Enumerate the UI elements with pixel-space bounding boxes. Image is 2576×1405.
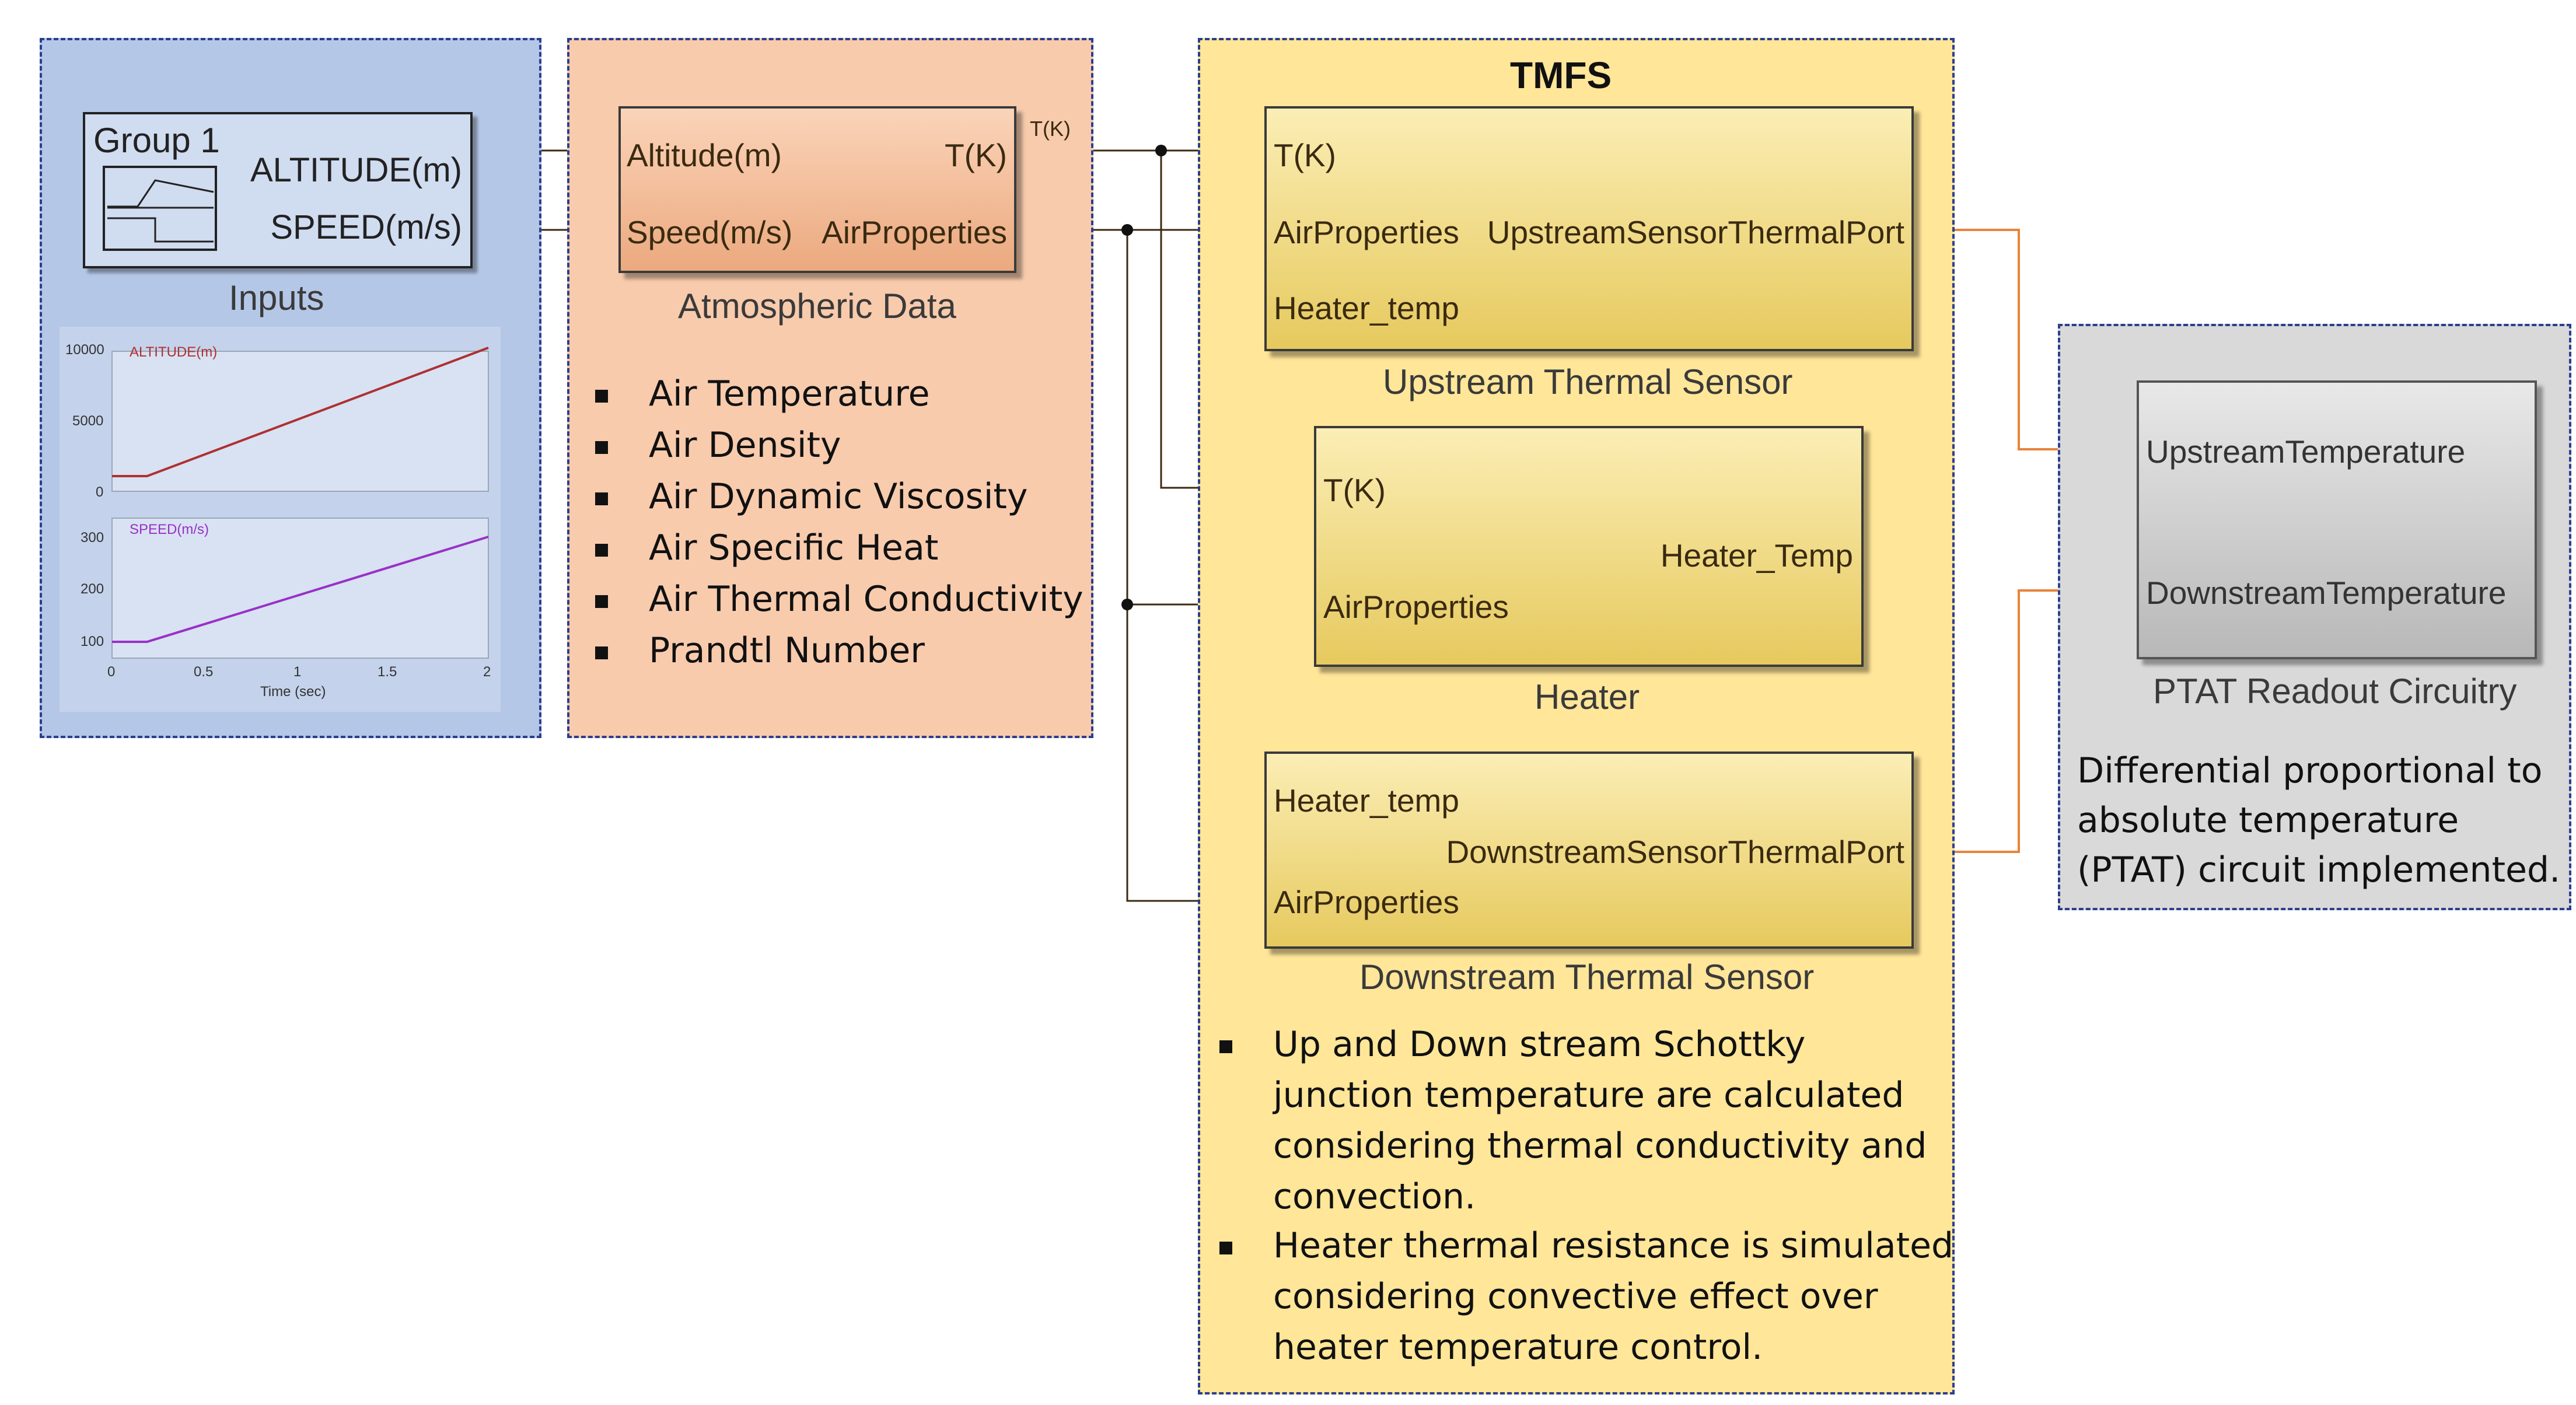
atmo-in-altitude: Altitude(m) [627,137,782,173]
atmo-bullet-list: Air Temperature Air Density Air Dynamic … [589,373,1091,688]
atmo-in-speed: Speed(m/s) [627,214,793,250]
plot-bottom-ytick-0: 300 [81,530,104,546]
bullet-marker [595,646,608,659]
atmo-out-air: AirProperties [822,214,1007,250]
atmo-bullet-2: Air Dynamic Viscosity [649,476,1028,517]
tmfs-notes: Up and Down stream Schottky junction tem… [1214,1024,1953,1386]
ptat-description-line-1: absolute temperature [2077,800,2459,841]
tmfs-note-0-line-1: junction temperature are calculated [1273,1075,1904,1116]
upstream-out: UpstreamSensorThermalPort [1487,214,1904,250]
ptat-description: Differential proportional to absolute te… [2077,750,2567,908]
downstream-out: DownstreamSensorThermalPort [1446,834,1904,870]
atmo-bullet-4: Air Thermal Conductivity [649,579,1083,620]
bullet-marker [1219,1040,1232,1053]
heater-out: Heater_Temp [1660,537,1853,574]
input-plots: ALTITUDE(m) 10000 5000 0 SPEED(m/s) 300 … [60,327,501,712]
plot-bottom-ytick-2: 100 [81,634,104,649]
tmfs-note-1-line-2: heater temperature control. [1273,1327,1763,1368]
tmfs-note-1-line-0: Heater thermal resistance is simulated [1273,1225,1954,1266]
atmo-bullet-1: Air Density [649,425,841,466]
atmo-bullet-5: Prandtl Number [649,630,925,671]
downstream-caption: Downstream Thermal Sensor [1359,957,1815,997]
tmfs-note-0-line-2: considering thermal conductivity and [1273,1126,1927,1166]
atmo-bullet-0: Air Temperature [649,373,930,414]
plot-xtick-0: 0 [107,664,116,680]
upstream-in-heater: Heater_temp [1274,290,1459,326]
altitude-curve [112,347,489,477]
group-1-port-altitude: ALTITUDE(m) [250,151,462,189]
plot-xtick-1: 0.5 [194,664,214,680]
downstream-sensor-block[interactable]: Heater_temp AirProperties DownstreamSens… [1264,752,1914,949]
group-1-port-speed: SPEED(m/s) [270,208,462,246]
plot-top-ytick-1: 5000 [72,413,104,429]
bullet-marker [595,441,608,454]
speed-curve [112,536,489,643]
tmfs-note-0-line-0: Up and Down stream Schottky [1273,1024,1806,1065]
bullet-marker [595,595,608,608]
bullet-marker [1219,1242,1232,1254]
ptat-in-up: UpstreamTemperature [2146,434,2466,470]
group-1-block[interactable]: Group 1 ALTITUDE(m) SPEED(m/s) [83,112,473,268]
plot-top-ytick-0: 10000 [65,342,104,358]
ptat-readout-block[interactable]: UpstreamTemperature DownstreamTemperatur… [2137,380,2537,659]
ptat-in-down: DownstreamTemperature [2146,575,2507,611]
ptat-description-line-0: Differential proportional to [2077,750,2543,791]
junction-tk [1155,145,1167,156]
plot-top-ytick-2: 0 [96,484,104,500]
heater-in-air: AirProperties [1323,589,1509,625]
plot-xlabel: Time (sec) [260,684,326,700]
inputs-caption: Inputs [229,278,324,317]
plot-xtick-4: 2 [483,664,491,680]
plot-xtick-3: 1.5 [378,664,397,680]
upstream-in-air: AirProperties [1274,214,1459,250]
atmo-bullet-3: Air Specific Heat [649,527,939,568]
downstream-in-heater: Heater_temp [1274,782,1459,819]
upstream-caption: Upstream Thermal Sensor [1383,362,1793,401]
group-1-title: Group 1 [93,121,220,160]
signal-builder-icon [103,166,217,251]
upstream-sensor-block[interactable]: T(K) AirProperties Heater_temp UpstreamS… [1264,106,1914,351]
plot-bottom-ytick-1: 200 [81,581,104,597]
heater-block[interactable]: T(K) AirProperties Heater_Temp [1314,426,1864,667]
junction-air-heater [1121,599,1133,610]
downstream-in-air: AirProperties [1274,884,1459,920]
heater-in-t: T(K) [1323,472,1386,508]
atmo-caption: Atmospheric Data [678,286,956,326]
tmfs-note-0-line-3: convection. [1273,1176,1476,1217]
heater-caption: Heater [1535,677,1640,717]
upstream-in-t: T(K) [1274,137,1336,173]
plot-bottom-label: SPEED(m/s) [130,522,209,537]
ptat-description-line-2: (PTAT) circuit implemented. [2077,850,2561,890]
tmfs-note-1-line-1: considering convective effect over [1273,1276,1878,1317]
bullet-marker [595,544,608,557]
input-plots-svg [111,347,489,659]
plot-xtick-2: 1 [293,664,302,680]
atmo-out-t: T(K) [945,137,1007,173]
tmfs-title: TMFS [1510,54,1612,96]
atmospheric-data-block[interactable]: Altitude(m) Speed(m/s) T(K) AirPropertie… [618,106,1016,273]
bullet-marker [595,390,608,403]
bullet-marker [595,492,608,505]
plot-top-label: ALTITUDE(m) [130,344,218,360]
junction-air [1121,224,1133,236]
ptat-caption: PTAT Readout Circuitry [2153,672,2517,711]
atmo-wire-label: T(K) [1030,117,1071,141]
